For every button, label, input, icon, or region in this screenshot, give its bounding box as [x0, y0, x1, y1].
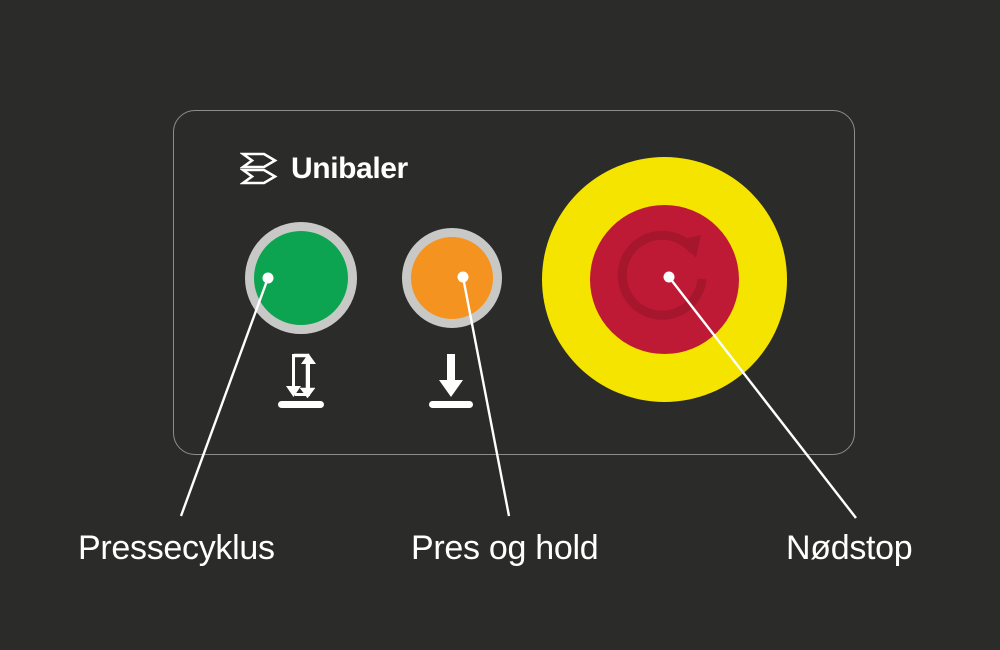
press-and-hold-button[interactable]	[402, 228, 502, 328]
cycle-up-down-arrows-with-bar-icon	[278, 353, 324, 408]
press-cycle-button[interactable]	[245, 222, 357, 334]
callout-label-press-cycle: Pressecyklus	[78, 529, 275, 567]
callout-label-press-and-hold: Pres og hold	[411, 529, 599, 567]
brand-name: Unibaler	[291, 152, 408, 185]
twist-to-release-rotation-arrow-icon	[617, 230, 707, 320]
brand-lockup: Unibaler	[240, 150, 408, 188]
callout-label-emergency-stop: Nødstop	[786, 529, 913, 567]
stacked-bale-chevron-icon	[240, 152, 278, 185]
down-arrow-to-bar-icon	[429, 354, 473, 408]
emergency-stop-button[interactable]	[542, 157, 787, 402]
